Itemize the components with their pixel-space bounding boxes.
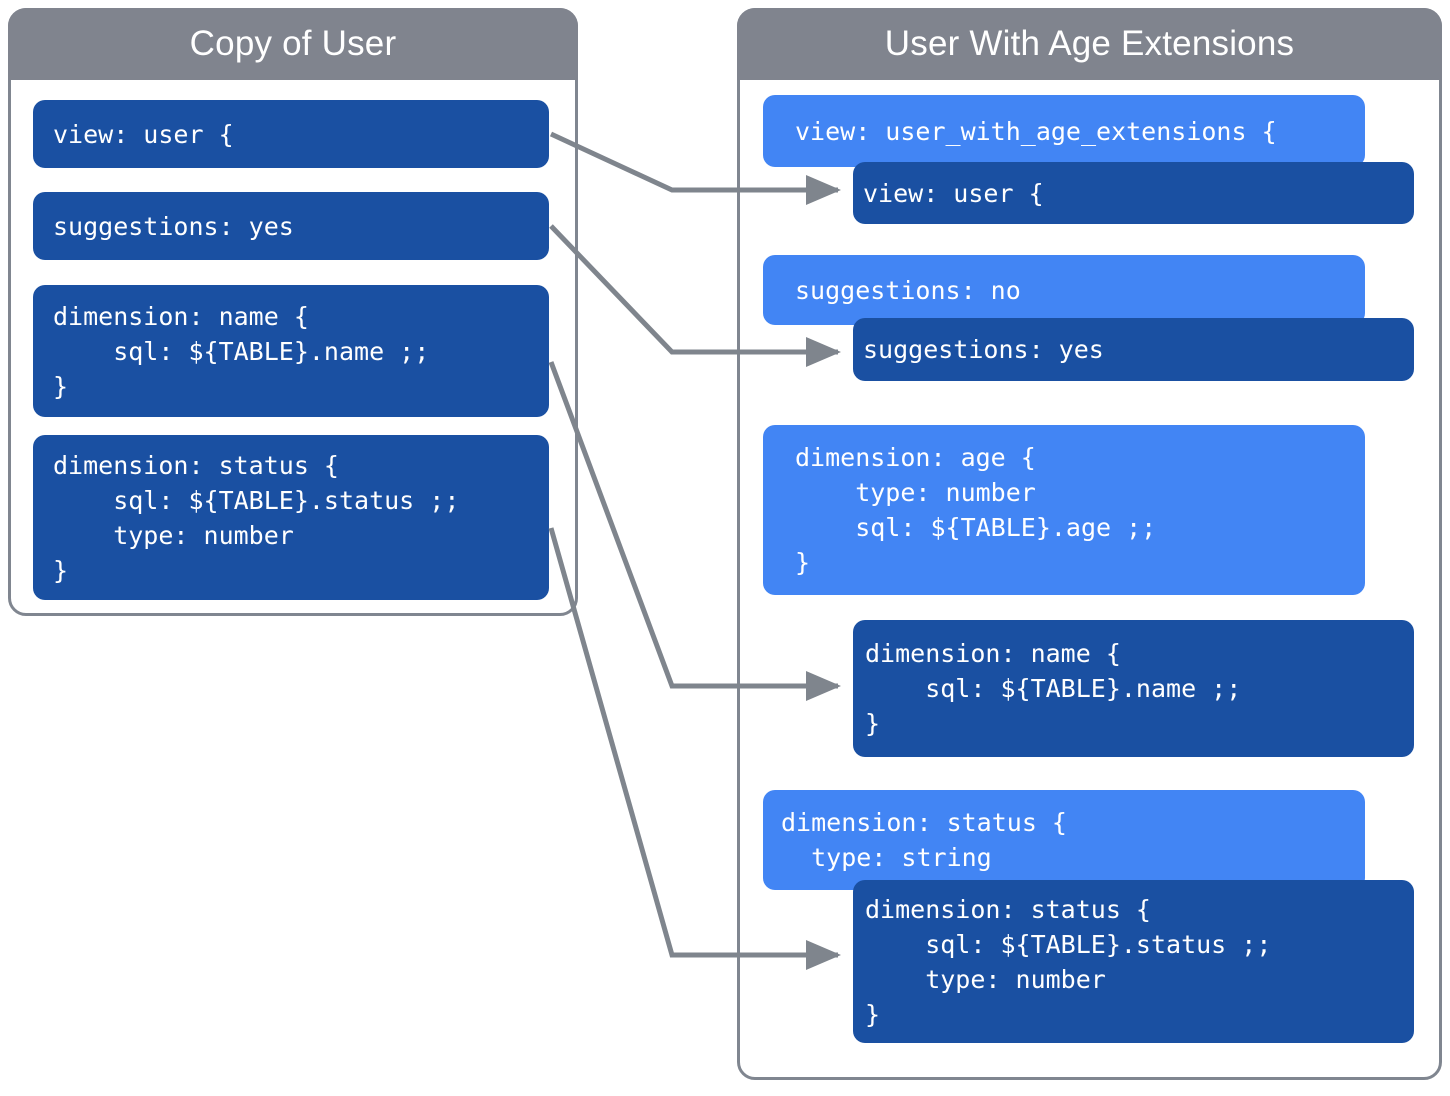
dimension-status-inherited-block-text: dimension: status { sql: ${TABLE}.status… xyxy=(865,894,1272,1029)
view-inherited-block-text: view: user { xyxy=(863,178,1044,208)
dimension-age-block[interactable]: dimension: age { type: number sql: ${TAB… xyxy=(763,425,1365,595)
suggestions-inherited-block-text: suggestions: yes xyxy=(863,335,1104,364)
suggestions-override-block[interactable]: suggestions: no xyxy=(763,255,1365,325)
dimension-name-inherited-block[interactable]: dimension: name { sql: ${TABLE}.name ;; … xyxy=(853,620,1414,757)
view-inherited-block[interactable]: view: user { xyxy=(853,162,1414,224)
dimension-name-block[interactable]: dimension: name { sql: ${TABLE}.name ;; … xyxy=(33,285,549,417)
dimension-age-block-text: dimension: age { type: number sql: ${TAB… xyxy=(795,443,1157,577)
suggestions-override-block-text: suggestions: no xyxy=(795,275,1021,305)
view-block[interactable]: view: user { xyxy=(33,100,549,168)
view-block-text: view: user { xyxy=(53,119,234,149)
user-with-age-extensions-panel-title: User With Age Extensions xyxy=(737,8,1442,80)
suggestions-inherited-block[interactable]: suggestions: yes xyxy=(853,318,1414,381)
copy-of-user-panel-title: Copy of User xyxy=(8,8,578,80)
view-extending-block-text: view: user_with_age_extensions { xyxy=(795,116,1277,146)
dimension-status-block-text: dimension: status { sql: ${TABLE}.status… xyxy=(53,450,460,585)
suggestions-block-text: suggestions: yes xyxy=(53,211,294,241)
dimension-status-override-block-text: dimension: status { type: string xyxy=(781,808,1067,872)
dimension-name-block-text: dimension: name { sql: ${TABLE}.name ;; … xyxy=(53,301,430,401)
dimension-status-override-block[interactable]: dimension: status { type: string xyxy=(763,790,1365,890)
suggestions-block[interactable]: suggestions: yes xyxy=(33,192,549,260)
dimension-status-inherited-block[interactable]: dimension: status { sql: ${TABLE}.status… xyxy=(853,880,1414,1043)
view-extending-block[interactable]: view: user_with_age_extensions { xyxy=(763,95,1365,167)
dimension-status-block[interactable]: dimension: status { sql: ${TABLE}.status… xyxy=(33,435,549,600)
dimension-name-inherited-block-text: dimension: name { sql: ${TABLE}.name ;; … xyxy=(865,639,1242,738)
